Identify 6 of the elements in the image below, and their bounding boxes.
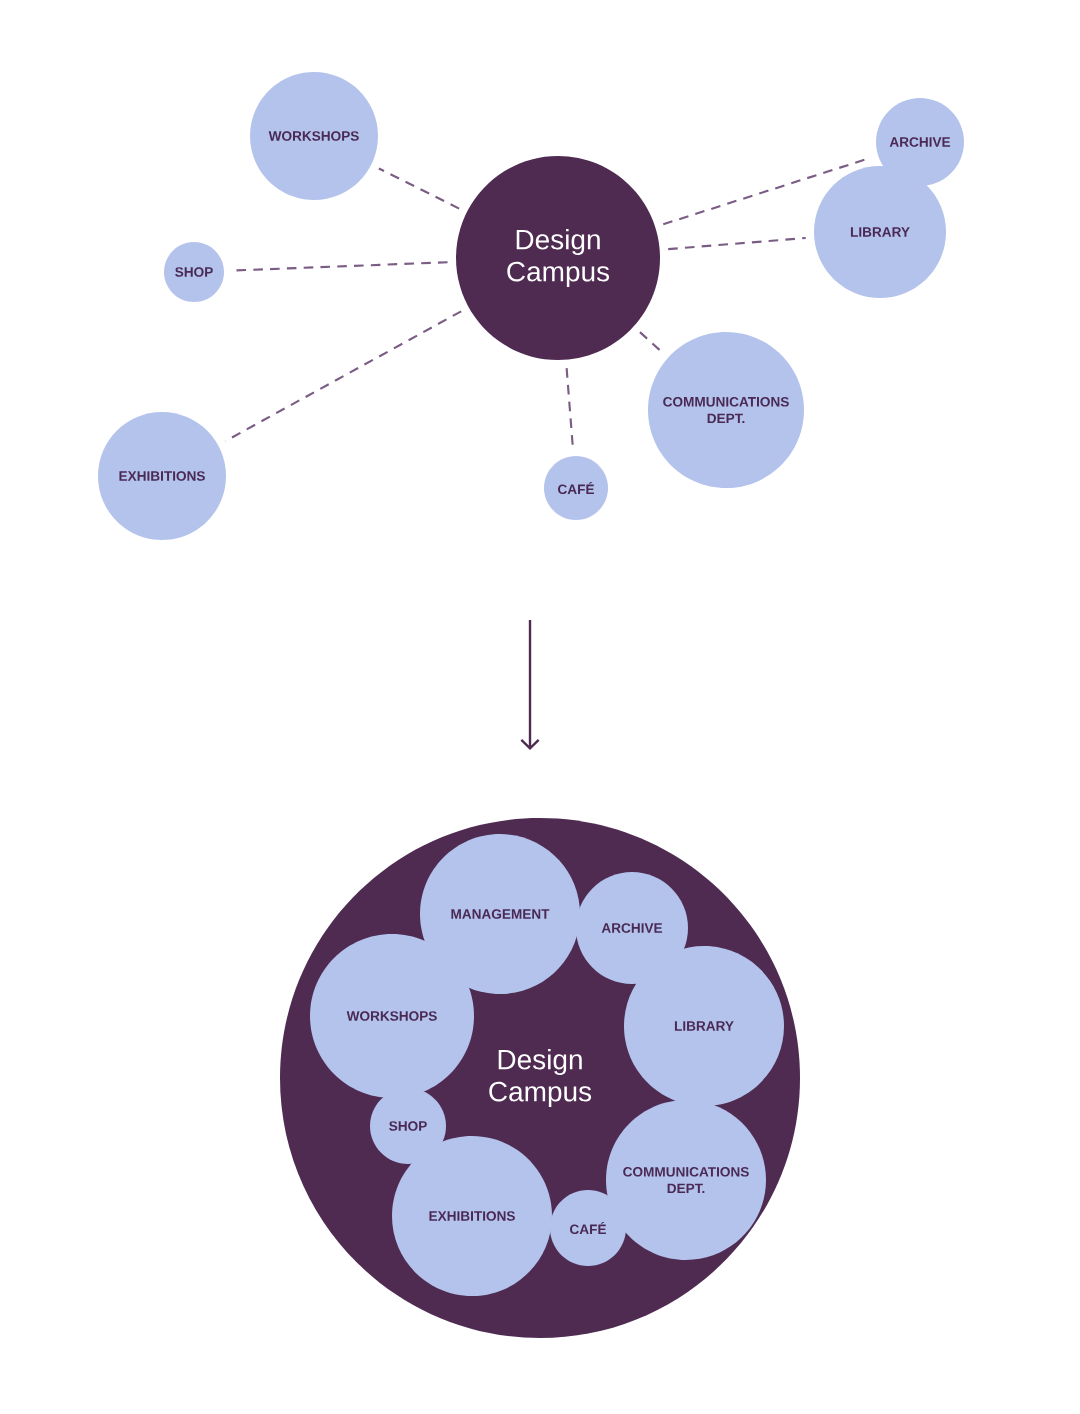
dashed-connector [639, 331, 663, 353]
dashed-connector [378, 167, 460, 210]
dashed-connector [668, 236, 806, 251]
dashed-connector [565, 368, 574, 448]
dashed-connector [662, 157, 871, 226]
dashed-connector [232, 261, 448, 272]
